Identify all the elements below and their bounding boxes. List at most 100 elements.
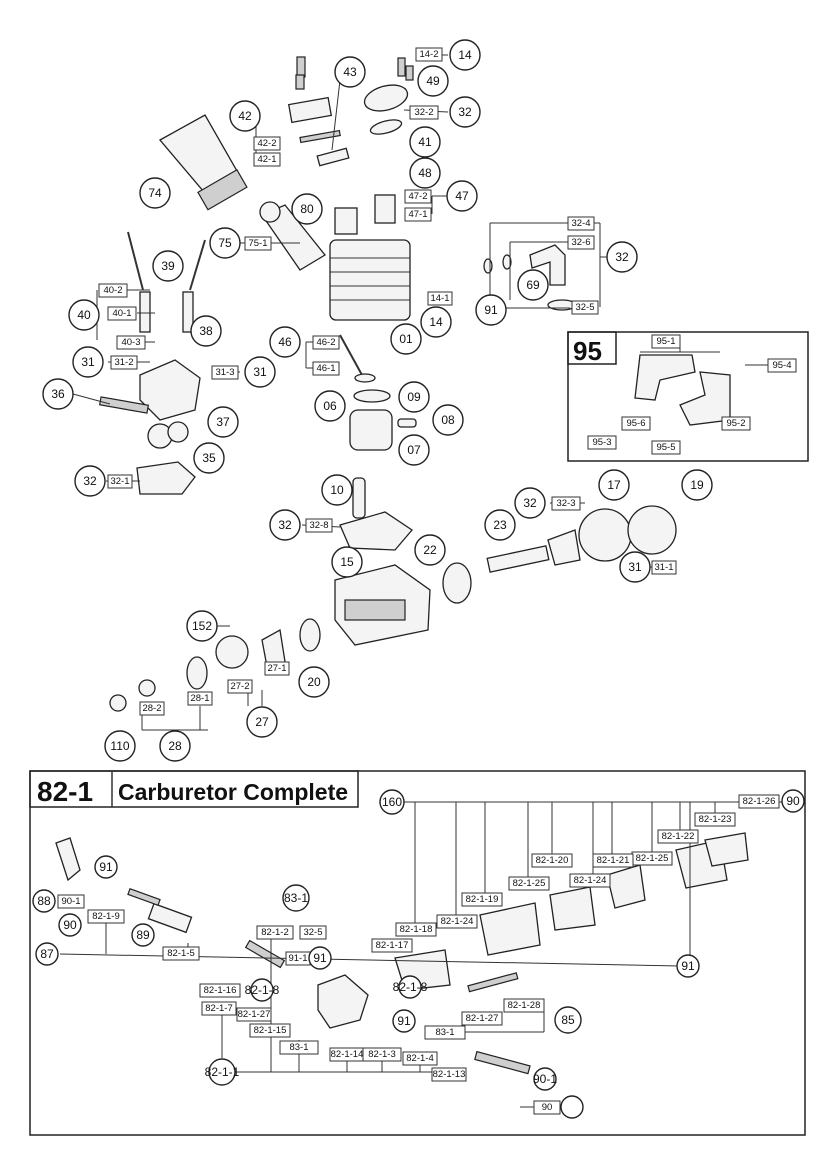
callout-85: 90-1 xyxy=(533,1067,557,1091)
svg-text:49: 49 xyxy=(426,74,440,88)
svg-text:82-1-8: 82-1-8 xyxy=(393,980,428,994)
box-82-1-18: 82-1-18 xyxy=(395,922,437,937)
carburetor-section-frame xyxy=(29,770,806,1136)
box-82-1-16: 82-1-16 xyxy=(199,983,241,998)
svg-text:82-1-24: 82-1-24 xyxy=(574,875,607,886)
svg-text:15: 15 xyxy=(340,555,354,569)
callout-75: 75 xyxy=(209,227,241,259)
inset-95-title-frame xyxy=(567,331,617,365)
svg-text:82-1-23: 82-1-23 xyxy=(699,814,732,825)
svg-text:91: 91 xyxy=(397,1014,411,1028)
callout-41: 41 xyxy=(409,126,441,158)
box-14-1: 14-1 xyxy=(427,291,453,306)
svg-text:46-2: 46-2 xyxy=(316,337,335,348)
callout-90-lower: 82-1-8 xyxy=(393,975,428,999)
box-32-2: 32-2 xyxy=(409,105,439,120)
svg-text:37: 37 xyxy=(216,415,230,429)
svg-text:95-4: 95-4 xyxy=(772,360,791,371)
callout-69: 69 xyxy=(517,269,549,301)
svg-text:82-1-27: 82-1-27 xyxy=(466,1013,499,1024)
svg-text:82-1-25: 82-1-25 xyxy=(636,853,669,864)
svg-text:01: 01 xyxy=(399,332,413,346)
svg-text:82-1-2: 82-1-2 xyxy=(261,927,288,938)
callout-32-gasket: 32 xyxy=(74,465,106,497)
svg-text:10: 10 xyxy=(330,483,344,497)
box-75-1: 75-1 xyxy=(244,236,272,251)
svg-text:82-1-3: 82-1-3 xyxy=(368,1049,395,1060)
callout-91: 91 xyxy=(475,294,507,326)
carburetor-section-number: 82-1 xyxy=(37,776,93,807)
svg-text:32: 32 xyxy=(615,250,629,264)
box-27-2: 27-2 xyxy=(227,679,253,694)
svg-text:75-1: 75-1 xyxy=(248,238,267,249)
svg-text:31: 31 xyxy=(81,355,95,369)
svg-text:82-1-25: 82-1-25 xyxy=(513,878,546,889)
svg-text:82-1-13: 82-1-13 xyxy=(433,1069,466,1080)
box-82-1-20: 82-1-20 xyxy=(531,853,573,868)
box-46-2: 46-2 xyxy=(312,335,340,350)
box-32-8: 32-8 xyxy=(305,518,333,533)
svg-text:91: 91 xyxy=(681,959,695,973)
callout-43: 43 xyxy=(334,56,366,88)
box-82-1-25-b: 82-1-25 xyxy=(508,876,550,891)
carburetor-callouts: 160 82-1-26 90 82-1-23 82-1-22 82-1-25 8… xyxy=(32,789,805,1119)
svg-text:32: 32 xyxy=(83,474,97,488)
svg-text:40-3: 40-3 xyxy=(121,337,140,348)
svg-text:82-1-21: 82-1-21 xyxy=(597,855,630,866)
callout-38: 38 xyxy=(190,315,222,347)
svg-text:27-1: 27-1 xyxy=(267,663,286,674)
svg-text:80: 80 xyxy=(300,202,314,216)
svg-text:35: 35 xyxy=(202,451,216,465)
callout-32-mid: 32 xyxy=(269,509,301,541)
svg-text:06: 06 xyxy=(323,399,337,413)
svg-text:38: 38 xyxy=(199,324,213,338)
callout-09: 09 xyxy=(398,381,430,413)
svg-text:82-1-5: 82-1-5 xyxy=(167,948,194,959)
svg-text:43: 43 xyxy=(343,65,357,79)
svg-text:74: 74 xyxy=(148,186,162,200)
box-82-1-28: 82-1-27 xyxy=(461,1011,503,1026)
box-42-2: 42-2 xyxy=(253,136,281,151)
svg-text:95-2: 95-2 xyxy=(726,418,745,429)
svg-text:40: 40 xyxy=(77,308,91,322)
svg-text:14-1: 14-1 xyxy=(430,293,449,304)
boxed-callouts: 14-2 32-2 42-2 42-1 47-2 47-1 75-1 32-4 … xyxy=(98,47,797,716)
svg-text:42-2: 42-2 xyxy=(257,138,276,149)
svg-text:27: 27 xyxy=(255,715,269,729)
callout-32-crank: 32 xyxy=(514,487,546,519)
callout-90-left: 90 xyxy=(58,913,82,937)
svg-text:32-1: 32-1 xyxy=(110,476,129,487)
callout-49: 49 xyxy=(417,65,449,97)
svg-text:42-1: 42-1 xyxy=(257,154,276,165)
box-32-6: 32-6 xyxy=(567,235,595,250)
box-95-2: 95-2 xyxy=(721,416,751,431)
callout-110: 110 xyxy=(104,730,136,762)
svg-text:14-2: 14-2 xyxy=(419,49,438,60)
box-46-1: 46-1 xyxy=(312,361,340,376)
callout-20: 20 xyxy=(298,666,330,698)
callout-90-mid: 82-1-8 xyxy=(245,978,280,1002)
svg-text:47-1: 47-1 xyxy=(408,209,427,220)
box-47-2: 47-2 xyxy=(404,189,432,204)
box-82-1-5: 82-1-5 xyxy=(162,946,200,961)
box-95-6: 95-6 xyxy=(621,416,651,431)
svg-text:36: 36 xyxy=(51,387,65,401)
callout-32-right: 32 xyxy=(606,241,638,273)
svg-text:160: 160 xyxy=(382,795,402,809)
box-82-1-3: 82-1-4 xyxy=(402,1051,438,1066)
svg-text:32: 32 xyxy=(523,496,537,510)
box-95-1: 95-1 xyxy=(651,334,681,349)
svg-text:82-1-22: 82-1-22 xyxy=(662,831,695,842)
callout-42: 42 xyxy=(229,100,261,132)
carburetor-section-title: Carburetor Complete xyxy=(118,779,348,805)
callout-40: 40 xyxy=(68,299,100,331)
svg-text:82-1-26: 82-1-26 xyxy=(743,796,776,807)
svg-text:82-1-14: 82-1-14 xyxy=(331,1049,364,1060)
svg-text:31: 31 xyxy=(253,365,267,379)
svg-text:110: 110 xyxy=(110,739,129,753)
svg-text:90: 90 xyxy=(63,918,77,932)
svg-text:82-1-4: 82-1-4 xyxy=(406,1053,433,1064)
svg-text:82-1-7: 82-1-7 xyxy=(205,1003,232,1014)
box-82-1-17: 82-1-17 xyxy=(371,938,413,953)
callout-07: 07 xyxy=(398,434,430,466)
